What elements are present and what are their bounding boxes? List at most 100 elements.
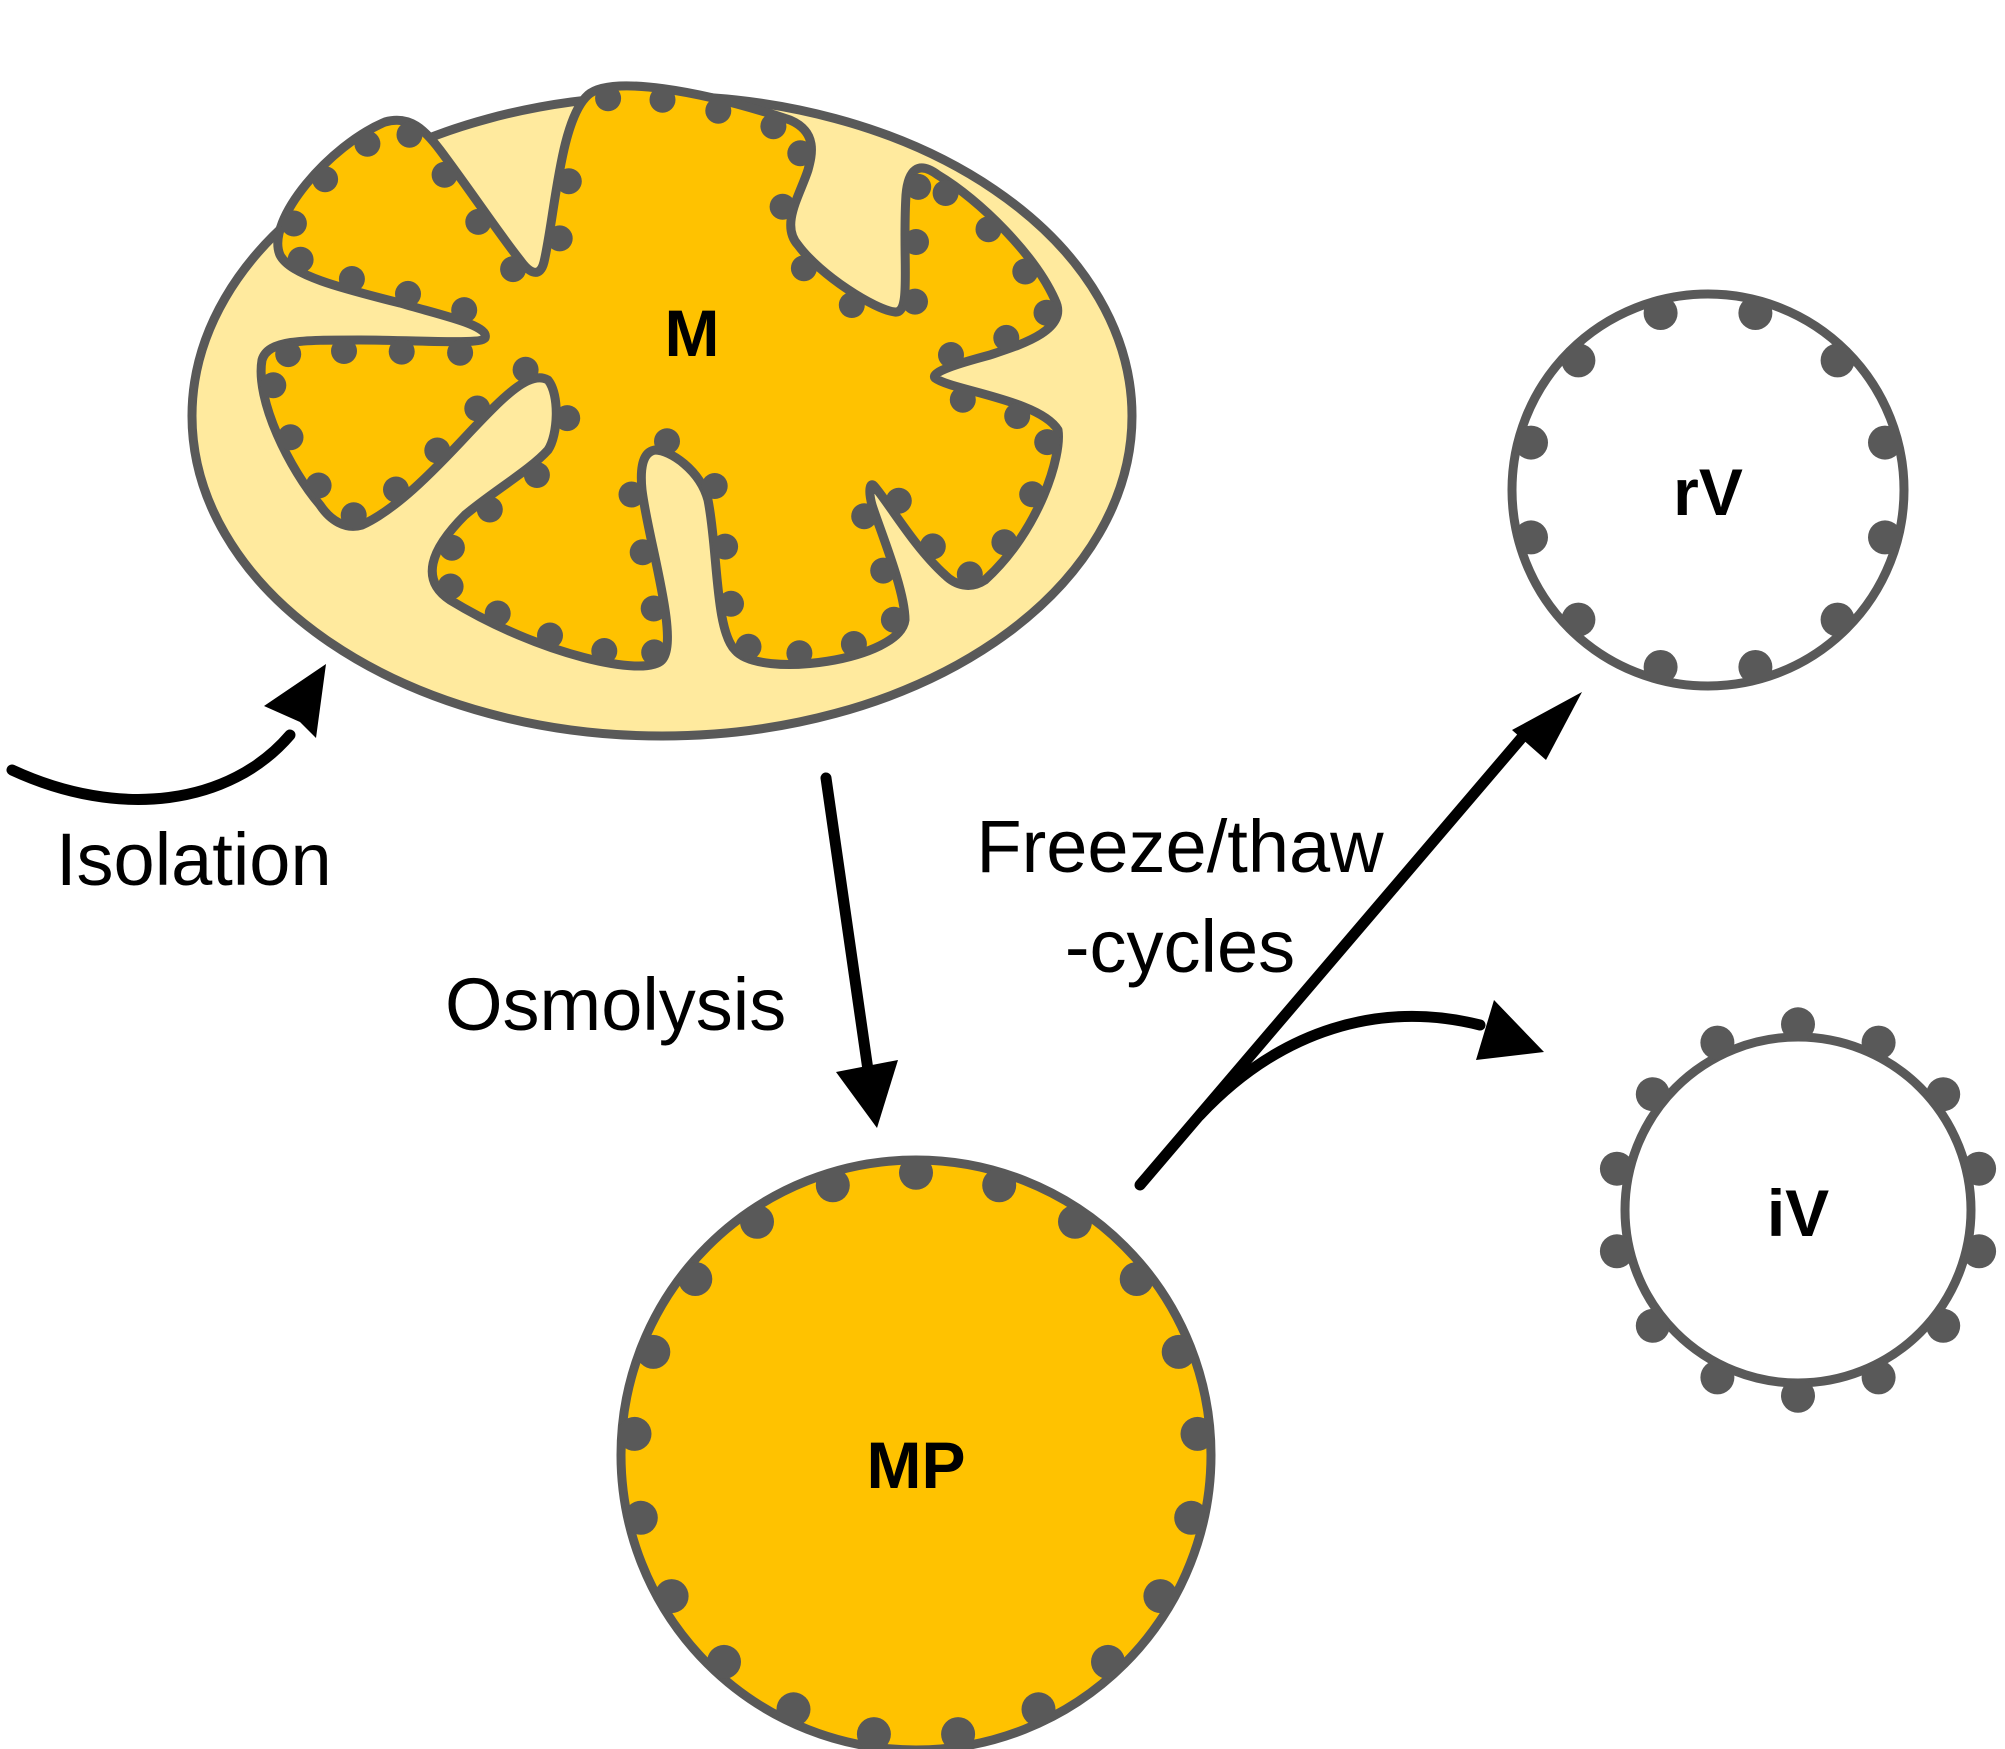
- inner-membrane-particle: [424, 437, 451, 464]
- inner-membrane-particles: [260, 85, 1061, 667]
- rv-particle: [1561, 343, 1596, 378]
- inner-membrane-particle: [383, 476, 409, 503]
- inner-membrane-particle: [1034, 429, 1061, 456]
- inner-membrane-particle: [760, 113, 787, 140]
- osmolysis-arrow: [820, 772, 874, 1076]
- inner-membrane-particle: [938, 342, 964, 368]
- inner-membrane-particle: [451, 297, 478, 324]
- iv-particle: [1700, 1360, 1735, 1395]
- rv-particles: [1514, 296, 1902, 684]
- inner-membrane-particle: [260, 372, 287, 399]
- inner-membrane-particle: [476, 496, 503, 523]
- inner-membrane-particle: [787, 140, 814, 167]
- inner-membrane-particle: [338, 266, 365, 292]
- inner-membrane-particle: [641, 639, 668, 666]
- mitoplast-particle: [1021, 1692, 1056, 1727]
- inner-membrane-particle: [870, 557, 897, 584]
- inner-membrane-particle: [275, 341, 302, 368]
- rv-particle: [1868, 520, 1902, 555]
- inner-membrane-particle: [919, 533, 946, 560]
- iv-particle: [1599, 1234, 1634, 1269]
- inner-membrane-particle: [1033, 299, 1060, 326]
- mitoplast-particle: [654, 1579, 689, 1614]
- inner-membrane-particle: [718, 590, 744, 617]
- mitochondrion: M: [187, 81, 1137, 741]
- inner-membrane-particle: [769, 193, 796, 220]
- osmolysis-arrowhead: [836, 1060, 898, 1128]
- inner-membrane-particle: [595, 85, 622, 112]
- rv-particle: [1514, 520, 1548, 555]
- inner-membrane-particle: [618, 481, 645, 508]
- osmolysis-label: Osmolysis: [445, 963, 786, 1046]
- mitoplast-particle: [1180, 1416, 1215, 1451]
- iv-particle: [1926, 1077, 1961, 1112]
- rv-particle: [1868, 425, 1902, 460]
- inner-membrane-particle: [591, 638, 618, 664]
- isolation-arrowhead: [264, 664, 326, 738]
- inner-membrane-particle: [437, 573, 464, 600]
- inner-membrane-particle: [523, 462, 550, 488]
- mitoplast-particle: [815, 1168, 850, 1203]
- arrows: [6, 664, 1582, 1191]
- mitoplast-particle: [941, 1717, 976, 1749]
- inner-membrane-particle: [396, 121, 423, 148]
- mitoplast-particle: [623, 1500, 658, 1535]
- rv-particle: [1820, 602, 1855, 637]
- iv-particle: [1962, 1151, 1997, 1186]
- inner-membrane-particle: [880, 606, 907, 633]
- isolation-arrow: [6, 729, 296, 805]
- mitoplast-particle: [856, 1717, 891, 1749]
- inner-membrane-particle: [388, 338, 415, 365]
- iv-particle: [1861, 1360, 1896, 1395]
- iv-particle: [1635, 1308, 1670, 1343]
- inner-membrane-particle: [500, 256, 527, 283]
- inner-membrane-particle: [640, 595, 667, 622]
- inner-membrane-particle: [790, 255, 817, 282]
- rv-label: rV: [1673, 455, 1743, 529]
- mitochondrion-label: M: [665, 296, 720, 370]
- inner-membrane-particle: [705, 97, 732, 124]
- inner-membrane-particle: [993, 324, 1020, 351]
- inner-membrane-particle: [1004, 403, 1031, 429]
- rv-particle: [1643, 650, 1678, 684]
- iv-particle: [1635, 1077, 1670, 1112]
- inner-membrane-particle: [331, 338, 357, 364]
- inner-membrane-particle: [991, 529, 1018, 556]
- rv-particle: [1561, 602, 1596, 637]
- inner-membrane-particle: [305, 472, 332, 499]
- inner-membrane-particle: [975, 216, 1002, 243]
- mitoplast-particle: [678, 1262, 713, 1296]
- mitoplast-particle: [1174, 1500, 1209, 1535]
- inner-membrane-particle: [484, 600, 511, 627]
- inner-membrane-particle: [701, 473, 728, 499]
- iv-particle: [1962, 1234, 1997, 1269]
- inner-membrane-particle: [438, 534, 465, 561]
- inner-membrane-particle: [932, 180, 959, 206]
- right-side-out-vesicle: rV: [1507, 289, 1909, 691]
- mitoplast: MP: [616, 1155, 1216, 1749]
- mitoplast-particle: [707, 1644, 741, 1679]
- rv-particle: [1738, 296, 1773, 330]
- inner-membrane-particle: [903, 229, 929, 255]
- mitoplast-particle: [1058, 1204, 1092, 1239]
- inner-membrane-particle: [902, 288, 928, 315]
- mitoplast-particle: [1091, 1644, 1125, 1679]
- rv-membrane: [1507, 289, 1909, 691]
- branch-arrowhead: [1476, 1000, 1544, 1060]
- iv-particles: [1599, 1007, 1997, 1413]
- inner-membrane-particle: [395, 280, 421, 307]
- inner-membrane-particle: [905, 173, 932, 200]
- rv-particle: [1820, 343, 1855, 378]
- inner-membrane-particle: [838, 292, 865, 318]
- inner-membrane-particle: [840, 631, 867, 657]
- inner-membrane-particle: [555, 168, 582, 195]
- mitoplast-particle: [636, 1334, 671, 1369]
- iv-particle: [1700, 1025, 1735, 1060]
- iv-particle: [1926, 1308, 1961, 1343]
- inner-membrane-particle: [277, 424, 304, 451]
- inner-membrane-particle: [447, 339, 474, 366]
- iv-particle: [1861, 1025, 1896, 1060]
- inner-membrane-particle: [354, 130, 381, 157]
- inner-membrane-particle: [1012, 258, 1039, 285]
